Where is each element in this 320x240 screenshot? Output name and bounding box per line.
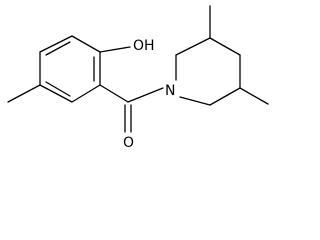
ring-bond [39,35,73,53]
benzene-ring [39,35,101,103]
ring-bond [71,84,101,103]
aromatic-double-bond [45,41,71,56]
piperidine-ring [175,37,241,106]
ring-bond [71,35,101,53]
carbonyl-oxygen-label: O [123,135,134,151]
hydroxyl-bond [99,46,131,53]
carbonyl-nitrogen-bond [127,87,164,103]
aryl-carbonyl-bond [99,84,129,103]
ring-bond [179,96,211,106]
chemical-structure-diagram: OH O N [7,5,269,151]
aryl-methyl-bond [7,84,41,103]
ring-bond [39,84,73,103]
ring-bond [209,87,241,106]
ring-bond [175,37,211,56]
ring-bond [209,37,241,56]
nitrogen-label: N [165,83,175,99]
aromatic-double-bond [45,81,71,97]
lower-methyl-bond [239,87,269,105]
hydroxyl-label: OH [133,38,155,54]
